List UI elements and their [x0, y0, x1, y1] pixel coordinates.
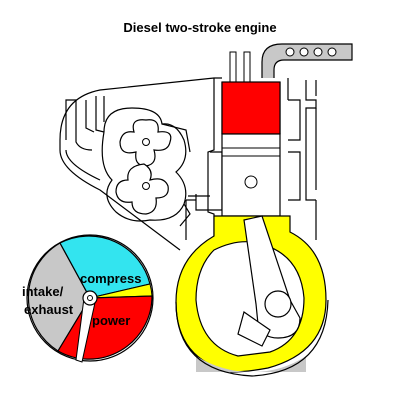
combustion-chamber: [221, 81, 281, 135]
roots-blower-icon: [101, 107, 191, 227]
connecting-rod: [237, 215, 301, 347]
dial-label-intake: intake/: [22, 284, 64, 299]
dial-sector-compress: [59, 235, 151, 299]
injector-pipe: [261, 43, 353, 78]
dial-label-compress: compress: [80, 271, 141, 286]
exhaust-valves: [226, 51, 254, 87]
piston: [221, 133, 281, 217]
diagram-title: Diesel two-stroke engine: [123, 20, 276, 35]
dial-label-power: power: [92, 313, 130, 328]
timing-dial: compress intake/ exhaust power: [22, 234, 154, 363]
dial-label-exhaust: exhaust: [24, 302, 74, 317]
